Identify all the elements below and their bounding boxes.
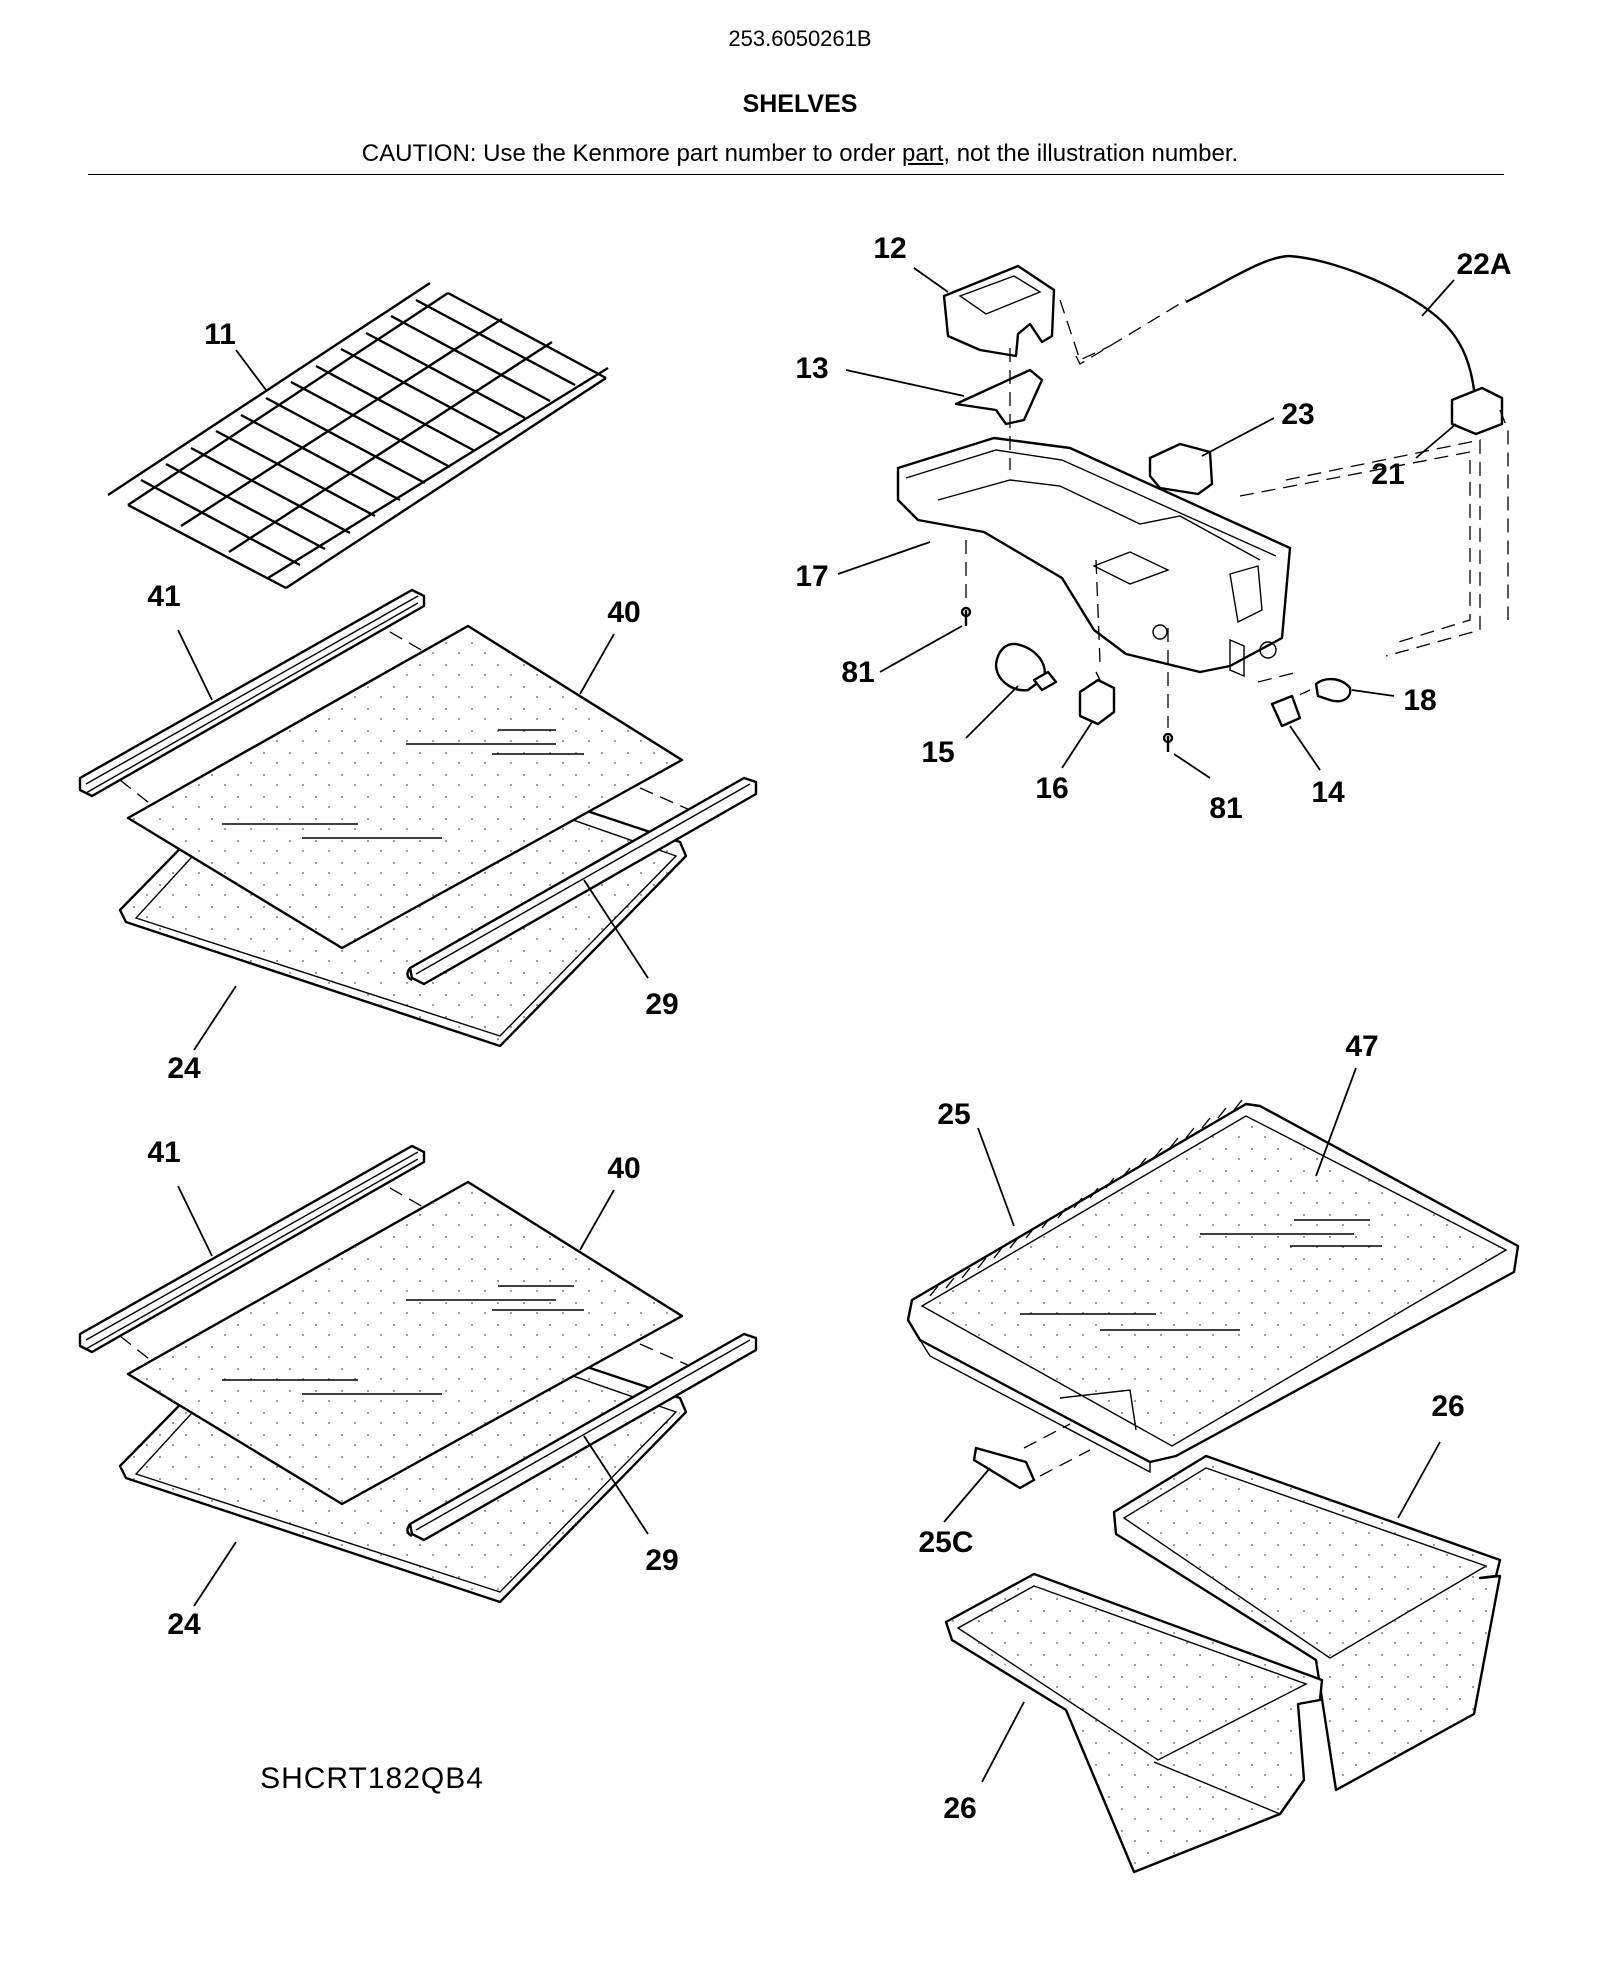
callout-12: 12 (873, 232, 906, 265)
callout-14: 14 (1311, 776, 1345, 809)
leader-line (879, 625, 963, 673)
callout-26: 26 (943, 1792, 976, 1825)
leader-line (1173, 753, 1211, 779)
callout-13: 13 (795, 352, 828, 385)
caution-part-word: part (902, 140, 944, 167)
callout-23: 23 (1281, 398, 1314, 431)
callout-21: 21 (1371, 458, 1404, 491)
leader-line (1351, 689, 1395, 697)
callout-25: 25 (937, 1098, 970, 1131)
callout-22a: 22A (1456, 248, 1511, 281)
leader-line (943, 1467, 991, 1523)
leader-line (177, 629, 213, 701)
leader-line (845, 369, 965, 397)
callout-41: 41 (147, 580, 180, 613)
model-number: SHCRT182QB4 (260, 1762, 484, 1795)
callout-18: 18 (1403, 684, 1436, 717)
caution-text: CAUTION: Use the Kenmore part number to … (361, 140, 902, 167)
leader-line (965, 685, 1019, 739)
callout-26: 26 (1431, 1390, 1464, 1423)
callout-24: 24 (167, 1608, 201, 1641)
wire-shelf-part-11 (107, 281, 609, 590)
callout-16: 16 (1035, 772, 1068, 805)
callout-24: 24 (167, 1052, 201, 1085)
leader-line (1289, 725, 1321, 771)
callout-29: 29 (645, 988, 678, 1021)
callout-81: 81 (841, 656, 874, 689)
callout-40: 40 (607, 596, 640, 629)
callout-41: 41 (147, 1136, 180, 1169)
callout-11: 11 (204, 318, 236, 351)
page-title: SHELVES (742, 90, 858, 118)
leader-line (1397, 1441, 1441, 1519)
leader-line (1315, 1067, 1357, 1177)
leader-line (193, 1541, 237, 1607)
leader-line (981, 1701, 1025, 1783)
leader-line (583, 879, 649, 979)
callout-29: 29 (645, 1544, 678, 1577)
callout-40: 40 (607, 1152, 640, 1185)
callout-15: 15 (921, 736, 954, 769)
leader-line (177, 1185, 213, 1257)
caution-note: CAUTION: Use the Kenmore part number to … (0, 140, 1600, 168)
leader-line (579, 633, 615, 695)
crisper-pans (944, 1454, 1502, 1874)
header-rule (88, 174, 1504, 175)
leader-line (977, 1127, 1015, 1227)
glass-shelf-assembly-bottom (78, 1144, 758, 1604)
leader-line (1201, 417, 1275, 457)
leader-line (1415, 423, 1457, 459)
leader-line (1061, 721, 1093, 769)
leader-line (837, 541, 931, 575)
leader-line (1421, 279, 1455, 317)
crisper-cover-assembly (906, 1099, 1520, 1490)
glass-shelf-assembly-top (78, 588, 758, 1048)
leader-line (579, 1189, 615, 1251)
leader-line (193, 985, 237, 1051)
document-number: 253.6050261B (728, 26, 872, 51)
leader-line (583, 1435, 649, 1535)
callout-81: 81 (1209, 792, 1242, 825)
callout-17: 17 (795, 560, 828, 593)
leader-line (913, 267, 949, 293)
callout-47: 47 (1345, 1030, 1378, 1063)
caution-text-end: , not the illustration number. (943, 140, 1239, 167)
control-housing-assembly (896, 254, 1509, 752)
leader-line (235, 349, 267, 391)
callout-25c: 25C (918, 1526, 973, 1559)
